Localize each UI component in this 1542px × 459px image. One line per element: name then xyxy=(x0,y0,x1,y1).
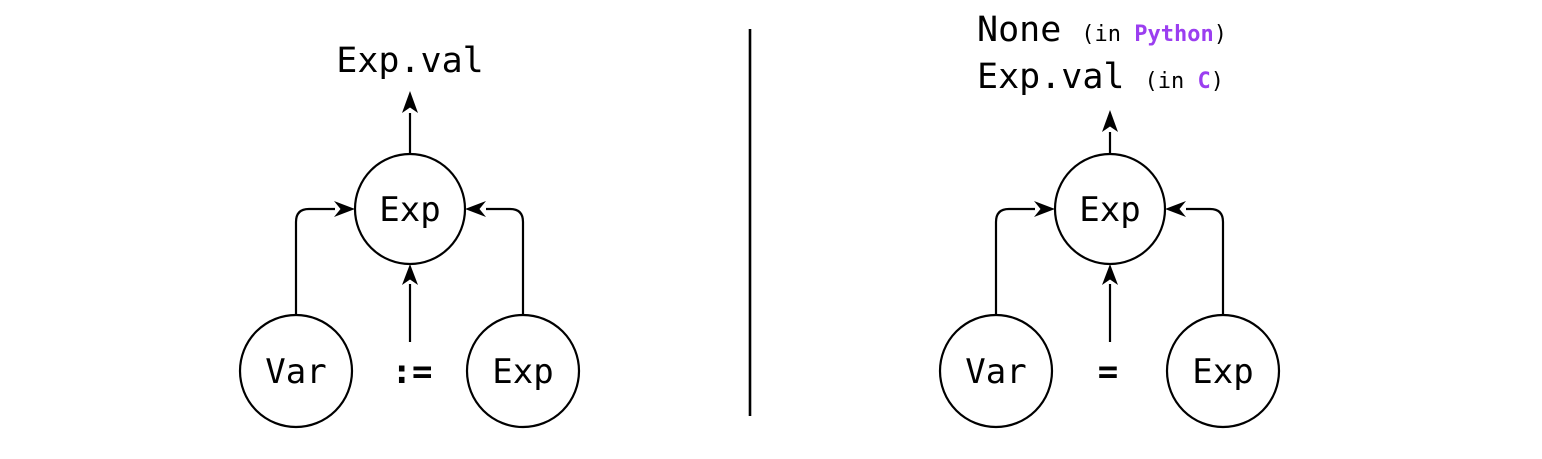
left-arrowhead-icon xyxy=(1165,201,1186,217)
result-line-python: None (in Python) xyxy=(977,9,1227,56)
left-child-edge xyxy=(994,207,1035,316)
exp-node-label: Exp xyxy=(492,352,553,392)
language-name: Python xyxy=(1134,22,1214,47)
exp-node-label: Exp xyxy=(1192,352,1253,392)
result-line-c: Exp.val (in C) xyxy=(977,56,1227,103)
up-arrowhead-icon xyxy=(402,264,418,285)
right-child-edge xyxy=(486,207,525,316)
left-parse-tree: Exp Var Exp := xyxy=(238,91,581,429)
up-arrowhead-icon xyxy=(402,91,418,113)
right-result-labels: None (in Python) Exp.val (in C) xyxy=(977,9,1227,103)
assign-operator-label: = xyxy=(1098,352,1118,392)
exp-node-circle xyxy=(465,313,581,429)
language-name: C xyxy=(1197,69,1211,94)
language-annotation: (in C) xyxy=(1145,69,1225,94)
root-node-circle xyxy=(1053,152,1167,266)
result-value: Exp.val xyxy=(977,57,1125,97)
annotation-close: ) xyxy=(1213,22,1228,47)
var-node-label: Var xyxy=(265,352,326,392)
annotation-open: (in xyxy=(1081,22,1122,47)
up-arrowhead-icon xyxy=(1102,264,1118,285)
right-arrowhead-icon xyxy=(1034,201,1055,217)
left-child-edge xyxy=(294,207,335,316)
annotation-close: ) xyxy=(1210,69,1225,94)
var-node-circle xyxy=(938,313,1054,429)
left-result-label: Exp.val xyxy=(336,41,484,81)
root-node-label: Exp xyxy=(379,190,440,230)
result-value: None xyxy=(977,10,1062,50)
annotation-open: (in xyxy=(1144,69,1185,94)
up-arrowhead-icon xyxy=(1102,110,1118,132)
right-parse-tree: Exp Var Exp = xyxy=(938,110,1281,429)
right-child-edge xyxy=(1186,207,1225,316)
root-node-label: Exp xyxy=(1079,190,1140,230)
left-arrowhead-icon xyxy=(465,201,486,217)
var-node-circle xyxy=(238,313,354,429)
right-arrowhead-icon xyxy=(334,201,355,217)
assign-operator-label: := xyxy=(392,352,433,392)
var-node-label: Var xyxy=(965,352,1026,392)
root-node-circle xyxy=(353,152,467,266)
language-annotation: (in Python) xyxy=(1081,22,1227,47)
exp-node-circle xyxy=(1165,313,1281,429)
